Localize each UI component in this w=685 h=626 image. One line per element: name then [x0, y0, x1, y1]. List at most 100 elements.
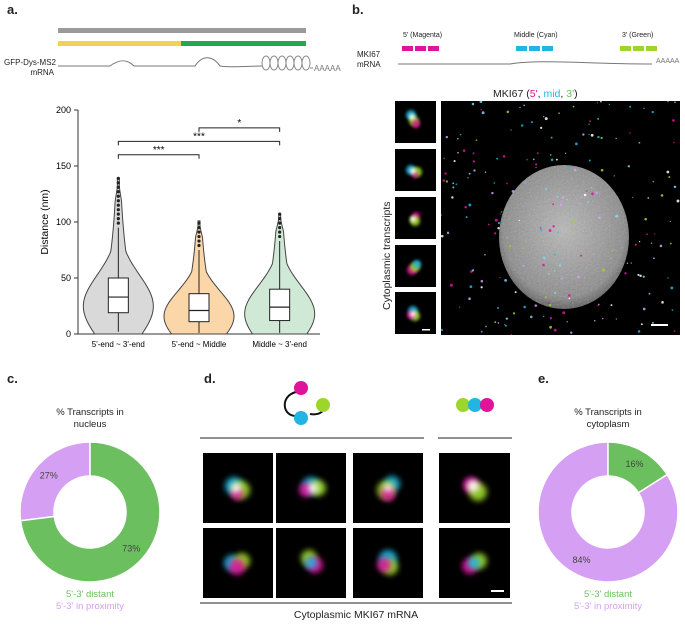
transcript-spot	[506, 110, 510, 114]
cyan-circle-linear	[468, 398, 482, 412]
transcript-image-r1c1	[276, 528, 346, 598]
title-5: 5'	[529, 88, 538, 100]
outlier-1	[197, 234, 201, 239]
outlier-2	[278, 226, 282, 230]
loop-path	[283, 391, 297, 417]
transcript-spot	[590, 133, 594, 137]
transcript-spot	[554, 291, 557, 294]
legend-proximity-c: 5'-3' in proximity	[55, 601, 125, 612]
transcript-spot	[652, 321, 654, 324]
mrna-line-b	[398, 61, 653, 65]
transcript-spot	[555, 158, 558, 161]
transcript-spot	[444, 172, 447, 175]
slice-1	[19, 441, 161, 583]
transcript-spot	[634, 243, 637, 246]
transcript-spot	[577, 275, 580, 279]
transcript-spot	[467, 177, 469, 179]
transcript-spot	[530, 315, 533, 319]
nucleus-texture	[499, 165, 629, 309]
transcript-image-r0c0	[203, 453, 273, 523]
segment-label-3: 3' (Green)	[622, 32, 654, 39]
transcript-spot	[510, 129, 512, 131]
magenta-probes	[402, 46, 439, 51]
y-axis-label: Distance (nm)	[39, 189, 51, 254]
transcript-spot	[468, 203, 472, 207]
transcript-spot	[544, 188, 548, 191]
transcript-spot	[608, 103, 611, 106]
green-probes	[620, 46, 657, 51]
transcript-spot	[582, 133, 585, 136]
transcript-spot	[639, 274, 642, 278]
transcript-spot	[673, 330, 676, 333]
transcript-spot	[523, 104, 526, 107]
panel-label-d: d.	[204, 371, 216, 386]
transcript-spot	[642, 275, 645, 278]
box-2	[269, 288, 291, 322]
scale-bar	[491, 590, 504, 592]
outlier-0	[116, 199, 120, 203]
transcript-spot	[611, 249, 614, 252]
thumbnail-canvas	[407, 306, 430, 331]
transcript-spot	[588, 159, 591, 162]
transcript-spot	[442, 179, 446, 182]
transcript-spot	[504, 324, 507, 327]
cytoplasm-donut: 84%16%	[537, 441, 679, 583]
scale-bar	[422, 329, 430, 331]
transcript-spot	[643, 107, 645, 109]
transcript-spot	[544, 296, 547, 299]
transcript-spot	[659, 244, 663, 248]
magenta-circle-linear	[480, 398, 494, 412]
polya-tail-b: AAAAA	[656, 58, 680, 65]
legend-proximity-e: 5'-3' in proximity	[573, 601, 643, 612]
transcript-spot	[521, 124, 524, 127]
transcript-spot	[548, 229, 552, 232]
transcript-spot	[566, 198, 568, 201]
transcript-spot	[471, 269, 475, 272]
transcript-spot	[588, 123, 590, 125]
transcript-spot	[543, 116, 545, 118]
transcript-spot	[502, 155, 506, 158]
transcript-spot	[472, 160, 476, 163]
box-0	[107, 277, 129, 314]
transcript-spot	[652, 180, 655, 183]
transcript-spot	[548, 303, 552, 307]
transcript-spot	[542, 256, 546, 260]
sig-bracket-2	[198, 127, 281, 132]
transcript-spot	[445, 180, 449, 183]
transcript-spot	[472, 152, 475, 155]
outlier-0	[116, 208, 120, 212]
transcript-spot	[661, 301, 664, 304]
transcript-spot	[597, 117, 600, 120]
outlier-2	[278, 221, 282, 225]
transcript-spot	[522, 264, 525, 267]
image-title: MKI67 (5', mid, 3')	[493, 88, 578, 100]
sig-label-1: ***	[193, 131, 205, 142]
transcript-spot	[449, 283, 453, 287]
transcript-spot	[613, 175, 615, 177]
transcript-spot	[632, 196, 634, 199]
transcript-spot	[610, 304, 613, 306]
green-circle-linear	[456, 398, 470, 412]
transcript-spot	[592, 253, 595, 256]
thumbnail-0	[395, 101, 436, 143]
transcript-spot	[564, 152, 567, 154]
y-tick-label: 0	[66, 329, 71, 339]
slice-label-1: 73%	[122, 543, 140, 553]
transcript-spot	[484, 254, 486, 256]
y-tick-label: 200	[56, 105, 71, 115]
cell-image-canvas	[441, 101, 680, 335]
construct-label-a: GFP-Dys-MS2 mRNA	[4, 58, 56, 77]
bottom-label: Cytoplasmic MKI67 mRNA	[293, 609, 419, 621]
transcript-spot	[580, 254, 583, 257]
transcript-spot	[637, 273, 640, 276]
title-prefix: MKI67 (	[493, 88, 530, 100]
transcript-spot	[602, 317, 604, 320]
segment-label-mid: Middle (Cyan)	[514, 32, 558, 39]
transcript-spot	[646, 233, 648, 236]
transcript-spot	[561, 196, 565, 200]
cyan-probes	[516, 46, 553, 51]
title-suffix: )	[574, 88, 578, 100]
transcript-spot	[542, 263, 545, 267]
transcript-spot	[673, 185, 677, 189]
transcript-spot	[597, 216, 601, 220]
